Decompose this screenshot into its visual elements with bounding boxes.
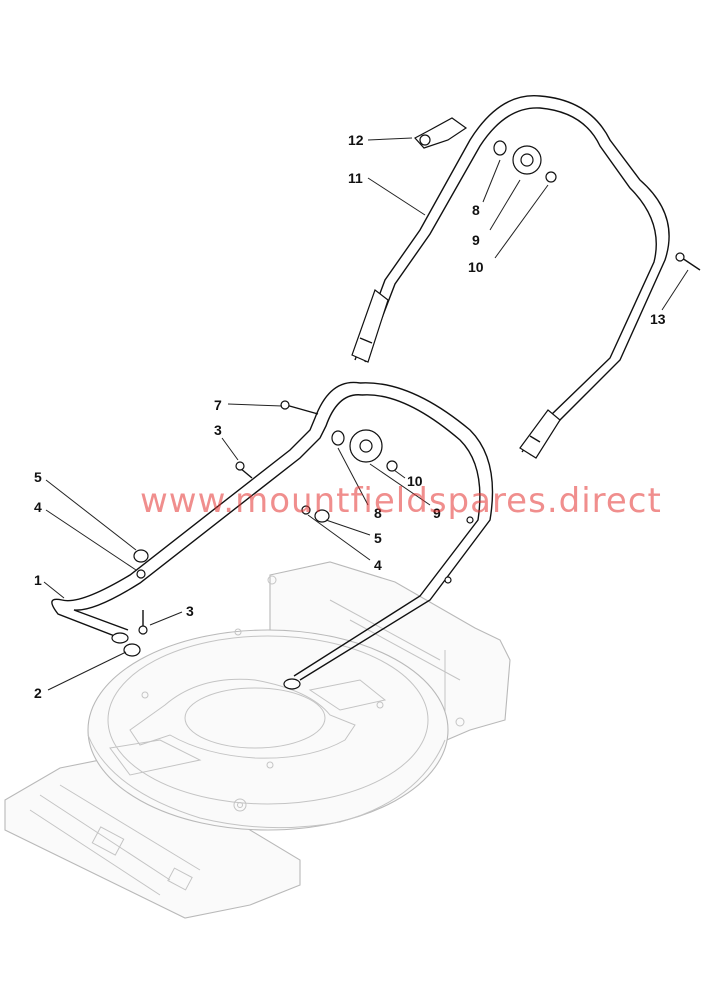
watermark-text: www.mountfieldspares.direct (140, 481, 662, 521)
callout-10-upper: 10 (468, 259, 484, 275)
callout-5-right: 5 (374, 530, 382, 546)
callout-11: 11 (348, 170, 363, 186)
callout-8-lower: 8 (374, 505, 382, 521)
hardware (123, 117, 701, 657)
callout-1: 1 (34, 572, 42, 588)
upper-handle (351, 95, 670, 459)
callout-13: 13 (650, 311, 666, 327)
callout-7: 7 (214, 397, 222, 413)
lower-handle (51, 381, 494, 690)
callout-8-upper: 8 (472, 202, 480, 218)
mower-deck-ghost (4, 561, 511, 919)
callout-9-upper: 9 (472, 232, 480, 248)
callout-3-lower: 3 (186, 603, 194, 619)
callout-5-left: 5 (34, 469, 42, 485)
callout-3-upper: 3 (214, 422, 222, 438)
callout-9-lower: 9 (433, 505, 441, 521)
callout-10-lower: 10 (407, 473, 423, 489)
leader-lines (43, 137, 689, 691)
callout-12: 12 (348, 132, 364, 148)
callout-2: 2 (34, 685, 42, 701)
callout-labels: 12 11 8 9 10 13 7 3 10 5 4 8 9 5 4 1 3 2 (34, 132, 666, 701)
callout-4-left: 4 (34, 499, 42, 515)
callout-4-right: 4 (374, 557, 382, 573)
